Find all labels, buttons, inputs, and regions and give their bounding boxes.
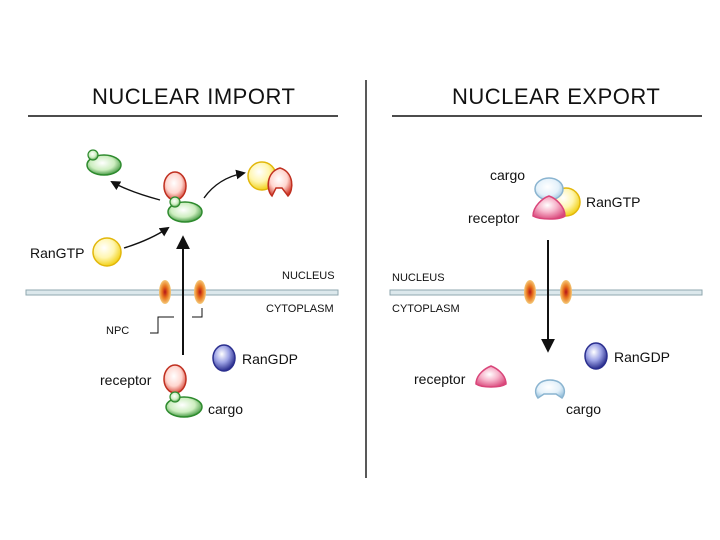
export-nuclear-complex [532,177,581,220]
export-released-receptor [475,365,507,388]
import-receptor-shape [163,364,187,394]
import-npc-label: NPC [106,325,129,337]
import-panel: NUCLEAR IMPORT NUCLEUS CYTOPLASM NPC rec… [25,84,339,418]
import-npc-pore-left [159,280,171,304]
import-rangdp-shape [212,344,236,372]
import-rangtp-label: RanGTP [30,245,84,261]
import-cargo-label: cargo [208,401,243,417]
export-npc-pore-right [560,280,572,304]
export-panel: NUCLEAR EXPORT NUCLEUS CYTOPLASM cargo R… [389,84,703,417]
import-released-receptor-rangtp [247,161,293,198]
import-rangdp-label: RanGDP [242,351,298,367]
export-npc-pore-left [524,280,536,304]
import-receptor-release-arrow [203,169,246,199]
import-npc-pore-right [194,280,206,304]
import-title: NUCLEAR IMPORT [92,84,295,109]
export-cargo-label-bottom: cargo [566,401,601,417]
import-cytoplasm-label: CYTOPLASM [266,303,334,315]
import-rangtp-binding-arrow [123,226,170,249]
import-rangtp-shape [92,237,122,267]
export-receptor-label-bottom: receptor [414,371,466,387]
import-cargo-release-arrow [110,181,161,201]
export-rangdp-shape [584,342,608,370]
export-rangdp-label: RanGDP [614,349,670,365]
import-npc-pointer-right [192,308,203,318]
import-receptor-label: receptor [100,372,152,388]
export-released-cargo [534,379,566,400]
export-cytoplasm-label: CYTOPLASM [392,303,460,315]
import-released-cargo [86,149,122,176]
export-nuclear-membrane [389,289,703,296]
import-npc-pointer [150,316,174,334]
export-nucleus-label: NUCLEUS [392,272,445,284]
export-cargo-label-top: cargo [490,167,525,183]
import-complex-receptor [163,171,187,201]
import-released-cargo-nls [87,149,99,161]
export-title: NUCLEAR EXPORT [452,84,660,109]
import-nucleus-label: NUCLEUS [282,270,335,282]
import-released-receptor [267,167,293,198]
import-nuclear-complex [163,171,203,223]
import-cargo-nls [169,391,181,403]
export-receptor-shape [532,195,566,220]
import-receptor-cargo-complex [163,364,203,418]
export-receptor-label-top: receptor [468,210,520,226]
import-complex-cargo-nls [169,196,181,208]
export-rangtp-label: RanGTP [586,194,640,210]
